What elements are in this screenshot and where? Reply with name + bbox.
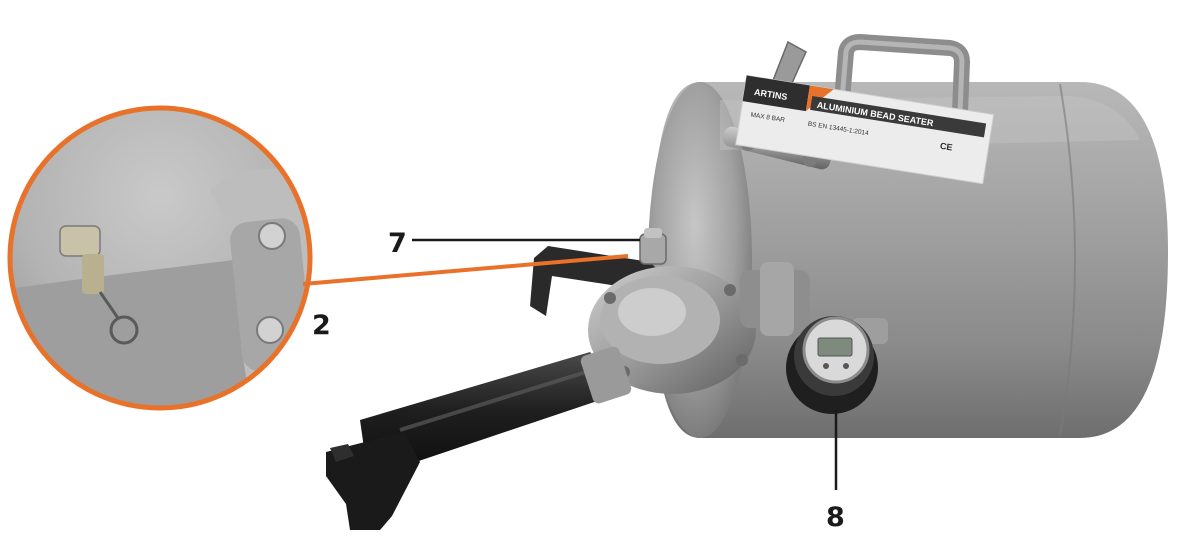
callout-7: 7 bbox=[388, 228, 407, 259]
detail-inset bbox=[7, 105, 313, 411]
carry-handle bbox=[834, 34, 970, 113]
product-label: ARTINS ALUMINIUM BEAD SEATER MAX 8 BAR B… bbox=[735, 74, 995, 185]
label-ce-mark: CE bbox=[939, 141, 953, 153]
callout-8: 8 bbox=[826, 502, 845, 533]
blast-nozzle bbox=[326, 352, 624, 530]
inset-connector-line bbox=[302, 254, 629, 286]
callout-2: 2 bbox=[312, 310, 331, 341]
trigger-valve bbox=[530, 228, 810, 404]
pressure-gauge bbox=[786, 316, 888, 414]
inset-border bbox=[7, 105, 313, 411]
